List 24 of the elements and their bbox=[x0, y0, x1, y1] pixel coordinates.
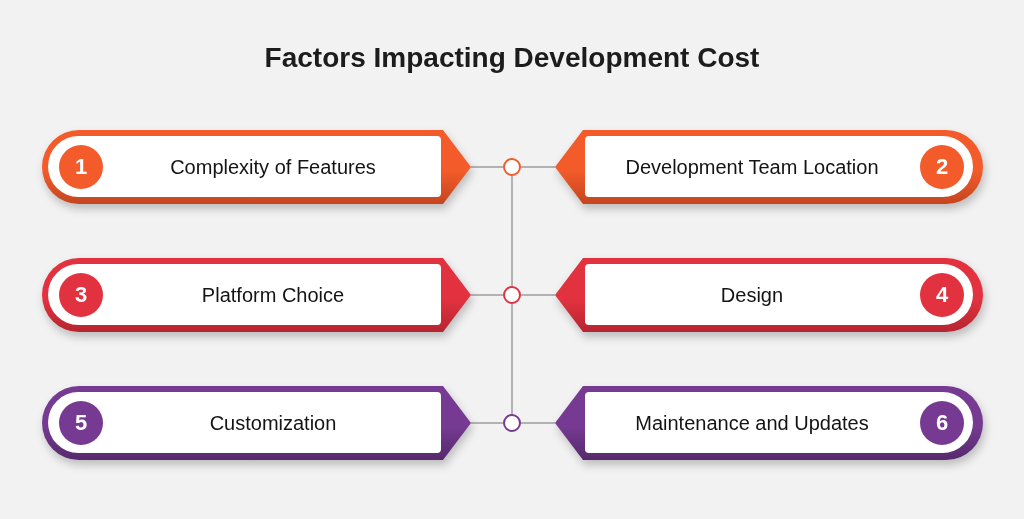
pointed-tag-box bbox=[42, 130, 471, 204]
connector-line bbox=[511, 303, 513, 415]
junction-circle bbox=[503, 158, 521, 176]
connector-line bbox=[520, 294, 556, 296]
connector-line bbox=[520, 422, 556, 424]
pointed-tag-box bbox=[42, 258, 471, 332]
factor-label: Customization bbox=[208, 410, 338, 436]
junction-circle bbox=[503, 286, 521, 304]
connector-line bbox=[470, 422, 504, 424]
factor-label: Maintenance and Updates bbox=[634, 410, 870, 436]
factor-label: Platform Choice bbox=[200, 282, 346, 308]
factor-label: Development Team Location bbox=[624, 154, 880, 180]
factor-label: Design bbox=[719, 282, 785, 308]
junction-circle bbox=[503, 414, 521, 432]
pointed-tag-box bbox=[555, 130, 983, 204]
diagram-title: Factors Impacting Development Cost bbox=[264, 41, 760, 75]
pointed-tag-box bbox=[42, 386, 471, 460]
connector-line bbox=[511, 175, 513, 287]
connector-line bbox=[520, 166, 556, 168]
pointed-tag-box bbox=[555, 258, 983, 332]
pointed-tag-box bbox=[555, 386, 983, 460]
connector-line bbox=[470, 294, 504, 296]
factor-label: Complexity of Features bbox=[169, 154, 377, 180]
connector-line bbox=[470, 166, 504, 168]
